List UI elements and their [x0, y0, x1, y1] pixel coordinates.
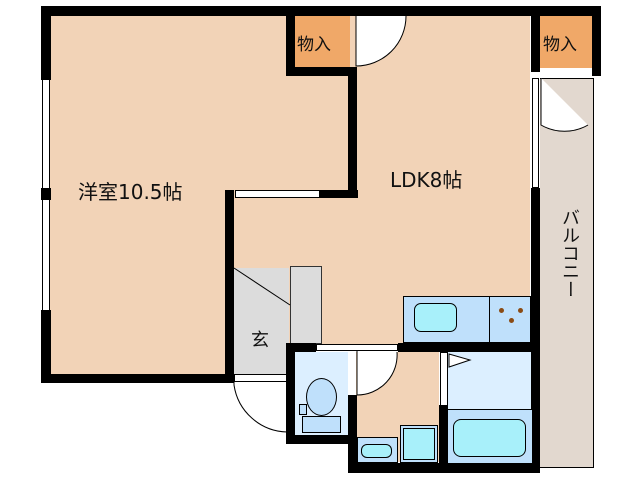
wall-left-lower — [41, 310, 51, 382]
burner-2 — [518, 308, 523, 313]
wall-left-upper — [41, 6, 51, 80]
closet-right — [540, 16, 592, 68]
sliding-door-western — [235, 190, 320, 198]
wall-top — [41, 6, 601, 16]
wall-ldk-right-lower — [531, 188, 540, 473]
wall-western-top-partition — [320, 190, 358, 198]
closet-left-label: 物入 — [297, 35, 331, 55]
balcony-label: バルコニー — [559, 208, 580, 298]
wall-closet-right-right — [592, 6, 601, 76]
wall-closet-bottom — [286, 67, 356, 76]
wall-toilet-left — [286, 343, 295, 443]
burner-1 — [499, 308, 504, 313]
window-ldk-right — [532, 78, 539, 188]
washing-machine-drum — [403, 428, 435, 460]
balcony — [540, 78, 594, 468]
wall-toilet-top — [286, 343, 316, 352]
washbasin-bowl — [361, 444, 392, 458]
toilet-bowl-icon — [306, 378, 337, 416]
wall-left-mid — [41, 188, 51, 200]
bathtub-icon — [453, 419, 526, 457]
toilet-tank-icon — [302, 416, 341, 433]
ldk-label: LDK8帖 — [390, 168, 463, 192]
wall-western-right — [225, 190, 234, 383]
toilet-flush-icon — [299, 404, 307, 415]
western-room-label: 洋室10.5帖 — [78, 180, 183, 204]
entrance-label: 玄 — [251, 330, 269, 351]
wall-partition — [348, 67, 357, 198]
bath-door — [440, 352, 448, 406]
closet-right-label: 物入 — [543, 35, 577, 55]
window-left-lower — [42, 200, 50, 310]
burner-3 — [509, 318, 514, 323]
entrance-threshold — [234, 374, 287, 382]
wall-bottom — [348, 463, 540, 473]
wall-bath-left — [439, 405, 448, 473]
wall-western-bottom — [41, 374, 234, 383]
wall-toilet-bottom — [286, 435, 356, 444]
wall-toilet-right — [348, 395, 357, 473]
wall-kitchen-bottom — [398, 343, 540, 352]
sliding-door-wash — [316, 344, 398, 351]
closet-left — [294, 16, 350, 68]
stove-icon — [489, 296, 531, 343]
window-left-upper — [42, 80, 50, 188]
wall-ldk-right-upper — [531, 6, 540, 72]
wall-closet-left — [286, 6, 295, 76]
kitchen-sink-icon — [414, 303, 457, 332]
